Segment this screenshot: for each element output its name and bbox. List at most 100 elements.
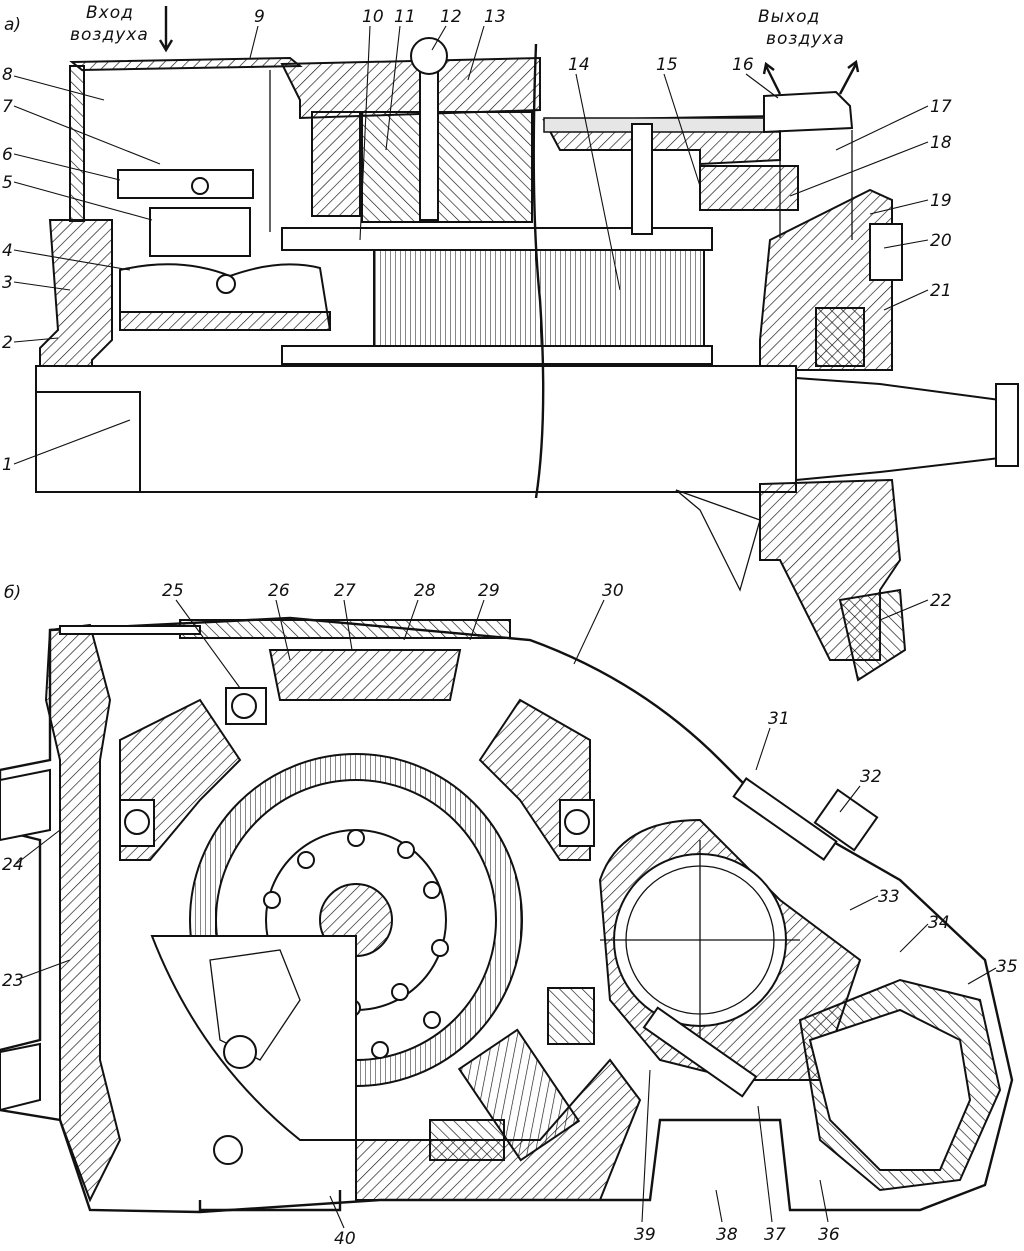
callout-30: 30 [602, 581, 624, 601]
armature-winding-bottom [281, 345, 713, 365]
lower-left-housing [150, 935, 357, 1141]
callout-22: 22 [930, 591, 952, 611]
shaft-taper [795, 376, 1001, 482]
callout-36: 36 [818, 1225, 840, 1245]
commutator-bolt [216, 274, 236, 294]
callout-25: 25 [162, 581, 184, 601]
callout-14: 14 [568, 55, 590, 75]
frame-insulation [543, 117, 781, 133]
panel-a-label: а) [4, 15, 21, 35]
air-out-caption-line2: воздуха [766, 29, 845, 49]
callout-32: 32 [860, 767, 882, 787]
air-in-arrow [158, 6, 174, 53]
callout-38: 38 [716, 1225, 738, 1245]
callout-29: 29 [478, 581, 500, 601]
lower-frame [675, 489, 761, 592]
lower-left-bolt-2 [213, 1135, 243, 1165]
main-pole-core [361, 111, 533, 223]
lower-left-bolt [223, 1035, 257, 1069]
air-out-arrow-left [762, 61, 782, 95]
callout-26: 26 [268, 581, 290, 601]
callout-39: 39 [634, 1225, 656, 1245]
air-out-arrow-right [838, 59, 860, 95]
panel-b-section [0, 616, 1014, 1214]
callout-21: 21 [930, 281, 952, 301]
callout-28: 28 [414, 581, 436, 601]
brush-holder-bracket [117, 169, 254, 199]
callout-10: 10 [362, 7, 384, 27]
shaft-main [35, 365, 797, 493]
callout-34: 34 [928, 913, 950, 933]
callout-24: 24 [2, 855, 24, 875]
outlet-cap [763, 90, 854, 134]
callout-35: 35 [996, 957, 1018, 977]
panel-a-callouts: 1 2 3 4 5 6 7 8 9 10 11 12 13 14 15 16 1… [2, 7, 952, 621]
callout-8: 8 [2, 65, 13, 85]
left-duct [0, 768, 51, 842]
bolt-32-rod [732, 777, 838, 861]
lubricator-chamber [808, 1008, 972, 1171]
callout-7: 7 [2, 97, 13, 117]
callout-31: 31 [768, 709, 790, 729]
callout-20: 20 [930, 231, 952, 251]
callout-40: 40 [334, 1229, 356, 1249]
callout-1: 1 [2, 455, 13, 475]
top-cover [179, 619, 511, 639]
callout-15: 15 [656, 55, 678, 75]
bottom-plate [198, 1190, 342, 1212]
callout-9: 9 [254, 7, 265, 27]
callout-3: 3 [2, 273, 13, 293]
right-bearing-cap [869, 223, 903, 281]
compensating-coil [699, 165, 799, 211]
lower-coil-b [457, 1028, 581, 1162]
callout-17: 17 [930, 97, 952, 117]
lower-left-bracket [209, 949, 301, 1061]
callout-37: 37 [764, 1225, 786, 1245]
panel-a-section [35, 37, 1019, 682]
axle-cap [838, 588, 907, 682]
shaft-left-end [35, 391, 141, 493]
brush-holder-right-knob [564, 809, 590, 835]
main-pole-coil [311, 111, 361, 217]
left-frame-wall [44, 623, 122, 1203]
callout-11: 11 [394, 7, 416, 27]
left-duct-lower [0, 1042, 41, 1112]
callout-23: 23 [2, 971, 24, 991]
shaft-break-line [532, 43, 545, 499]
air-out-caption-line1: Выход [758, 7, 820, 27]
bolt-37 [642, 1006, 758, 1098]
brush-holder-left-knob [124, 809, 150, 835]
callout-2: 2 [2, 333, 13, 353]
brush-holder [149, 207, 251, 257]
air-in-caption-line1: Вход [86, 3, 134, 23]
callout-33: 33 [878, 887, 900, 907]
pole-bolt-head [410, 37, 448, 75]
pole-bolt [419, 61, 439, 221]
panel-b-callouts: 23 24 25 26 27 28 29 30 31 32 33 34 35 3… [2, 581, 1018, 1249]
callout-27: 27 [334, 581, 356, 601]
lower-coil-c [547, 987, 595, 1045]
callout-18: 18 [930, 133, 952, 153]
air-in-caption-line2: воздуха [70, 25, 149, 45]
shaft-nut [995, 383, 1019, 467]
pole-top [268, 649, 462, 701]
callout-16: 16 [732, 55, 754, 75]
callout-6: 6 [2, 145, 13, 165]
callout-12: 12 [440, 7, 462, 27]
callout-5: 5 [2, 173, 13, 193]
armature-winding-top [281, 227, 713, 251]
callout-13: 13 [484, 7, 506, 27]
top-cover-plate [59, 625, 201, 635]
right-bearing [815, 307, 865, 367]
brush-holder-bolt [191, 177, 209, 195]
panel-b-label: б) [4, 583, 21, 603]
frame-top [280, 56, 541, 120]
right-pole-bolt [631, 123, 653, 235]
bolt-32 [813, 788, 879, 852]
inlet-cover [69, 56, 303, 72]
callout-19: 19 [930, 191, 952, 211]
brush-holder-top-left-knob [231, 693, 257, 719]
commutator [119, 311, 331, 331]
lower-coil-a [429, 1119, 505, 1161]
